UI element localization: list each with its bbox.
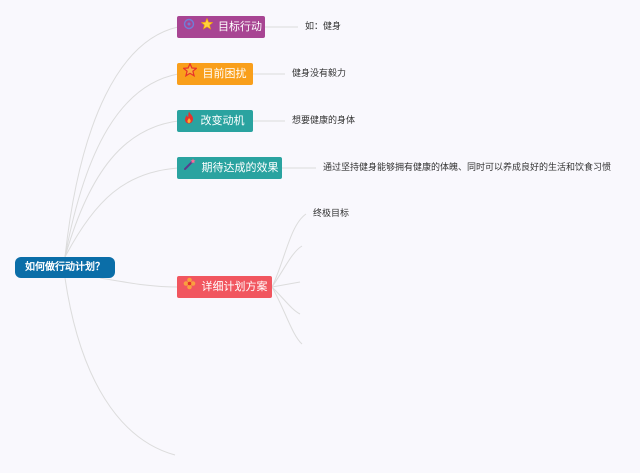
link-plan-sub-3 — [271, 286, 301, 315]
leaf-trouble[interactable]: 健身没有毅力 — [292, 69, 347, 79]
star-outline-icon — [182, 62, 198, 85]
leaf-effect[interactable]: 通过坚持健身能够拥有健康的体魄、同时可以养成良好的生活和饮食习惯 — [323, 163, 612, 173]
sparkle-icon — [183, 16, 195, 38]
link-root-effect — [64, 167, 179, 258]
link-root-motive — [64, 120, 179, 258]
branch-trouble-label: 目前困扰 — [202, 67, 247, 80]
leaf-motive[interactable]: 想要健康的身体 — [292, 116, 356, 126]
branch-motive[interactable]: 改变动机 — [177, 110, 253, 132]
link-root-plan — [99, 277, 179, 288]
link-plan-leaf — [271, 213, 307, 288]
branch-effect[interactable]: 期待达成的效果 — [177, 157, 282, 179]
link-root-goal — [64, 26, 179, 258]
branch-plan-label: 详细计划方案 — [201, 280, 268, 293]
branch-motive-label: 改变动机 — [200, 114, 245, 127]
leaf-plan[interactable]: 终极目标 — [313, 209, 350, 219]
fire-icon — [183, 110, 195, 132]
root-label: 如何做行动计划？ — [25, 262, 105, 273]
star-icon — [200, 16, 213, 38]
branch-plan[interactable]: 详细计划方案 — [177, 276, 272, 298]
branch-goal[interactable]: 目标行动 — [177, 16, 265, 38]
link-root-extra — [64, 277, 176, 456]
link-root-trouble — [64, 73, 179, 258]
link-plan-sub-4 — [271, 286, 303, 345]
branch-trouble[interactable]: 目前困扰 — [177, 62, 253, 85]
wand-icon — [183, 157, 196, 179]
flower-icon — [183, 276, 196, 298]
link-plan-sub-2 — [271, 281, 301, 288]
link-plan-sub-1 — [271, 245, 303, 288]
branch-goal-label: 目标行动 — [218, 20, 262, 33]
root-node[interactable]: 如何做行动计划？ — [15, 257, 115, 278]
leaf-goal[interactable]: 如：健身 — [305, 22, 342, 32]
branch-effect-label: 期待达成的效果 — [201, 161, 279, 174]
